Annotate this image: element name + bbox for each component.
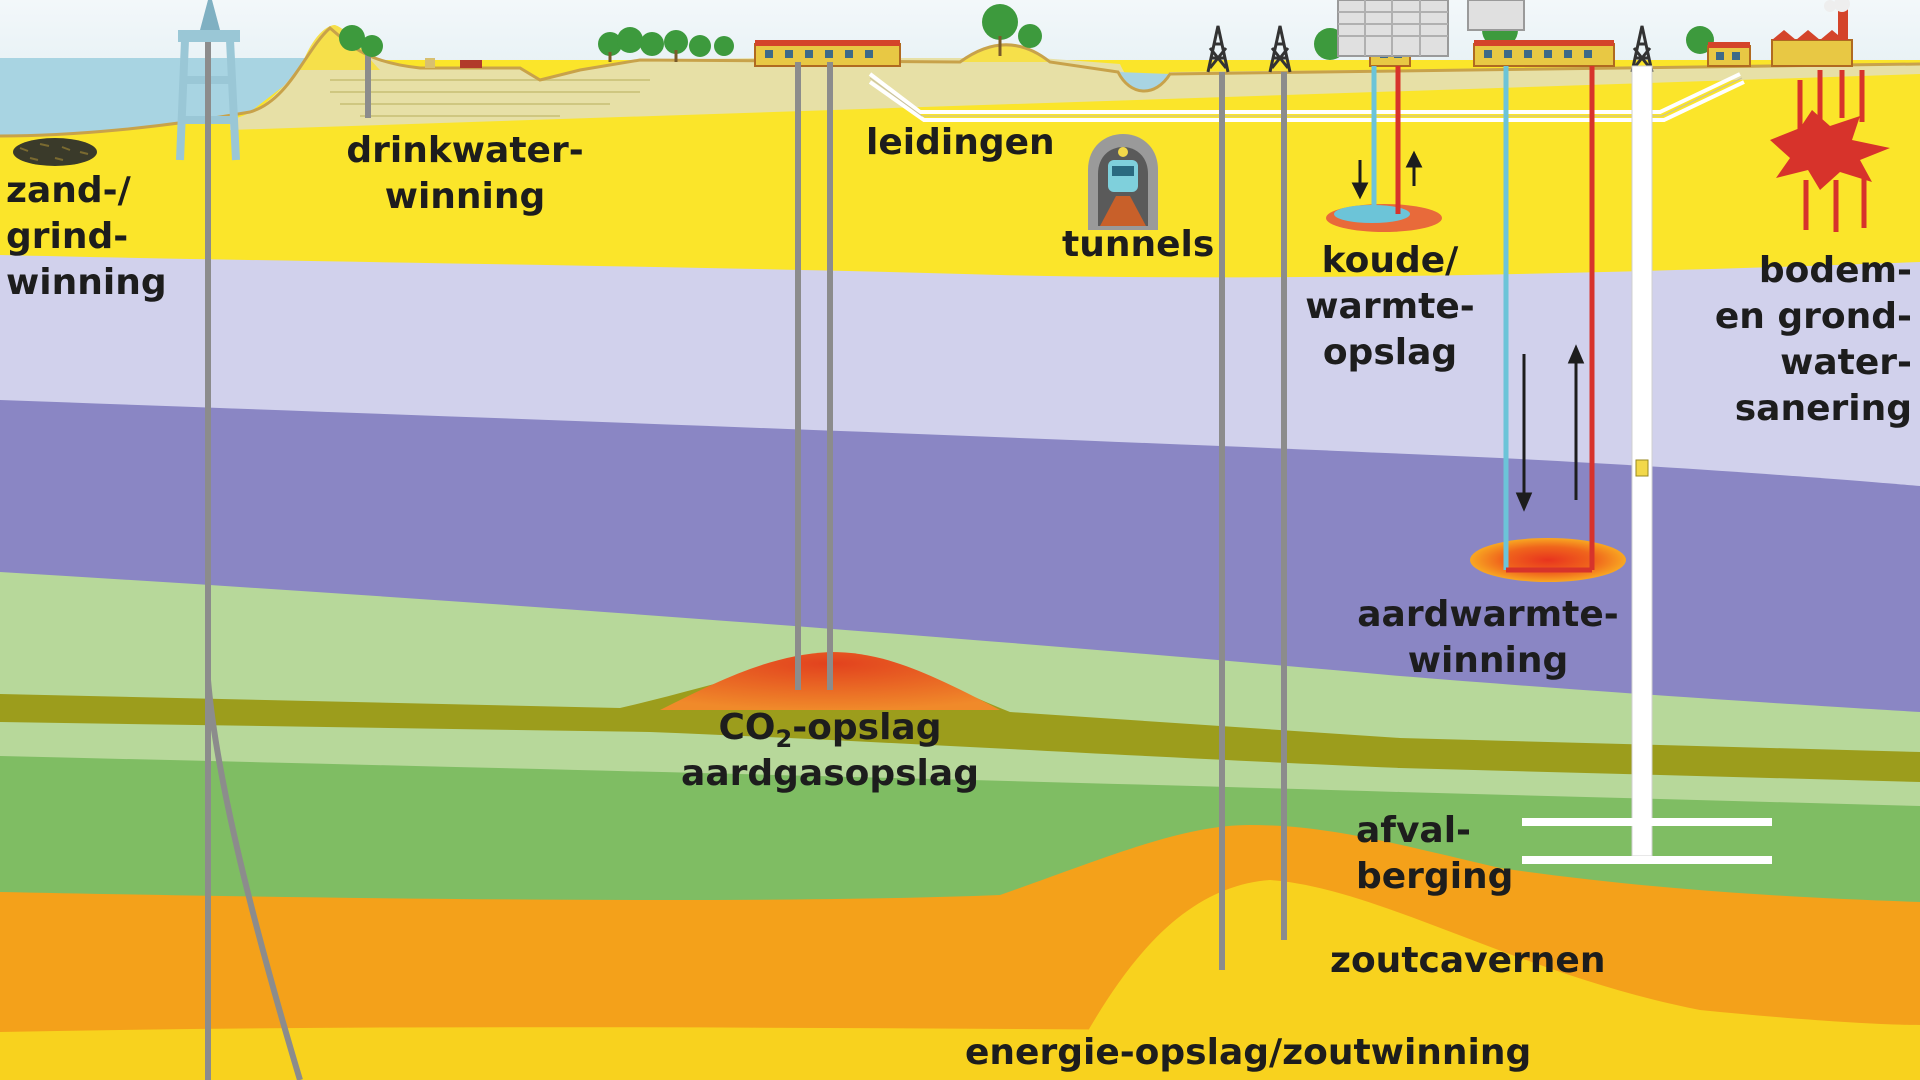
label-line: bodem-: [1758, 250, 1912, 291]
platform-deck: [178, 30, 240, 42]
sea: [0, 58, 320, 136]
label-co2-suffix: -opslag: [792, 707, 942, 748]
label-salt-caverns: zoutcavernen: [1330, 938, 1605, 984]
label-line: warmte-: [1305, 286, 1475, 327]
label-geothermal-extraction: aardwarmte- winning: [1348, 592, 1628, 684]
label-line: zoutcavernen: [1330, 940, 1606, 981]
kwo-flow-arrows: [1351, 150, 1423, 200]
label-line: energie-opslag/zoutwinning: [965, 1032, 1532, 1073]
label-line: koude/: [1321, 240, 1459, 281]
label-energy-storage-salt-extraction: energie-opslag/zoutwinning: [965, 1030, 1531, 1076]
dune: [300, 25, 380, 70]
shaft-elevator: [1635, 459, 1649, 477]
salt-dome: [1060, 880, 1920, 1080]
groundwater-hatch: [330, 79, 650, 117]
land-surface: [230, 28, 1920, 130]
label-pipelines: leidingen: [866, 120, 1055, 166]
label-drinking-water-extraction: drinkwater- winning: [340, 128, 590, 220]
train-tunnel-icon: [1088, 134, 1158, 230]
waste-disposal-gallery-1: [1522, 818, 1772, 826]
pipeline: [868, 72, 1741, 114]
waste-disposal-gallery-2: [1522, 856, 1772, 864]
pipeline-2: [868, 80, 1745, 122]
gravel-pile: [13, 138, 97, 166]
label-line: winning: [384, 176, 546, 217]
label-line: winning: [1407, 640, 1569, 681]
label-cold-heat-storage: koude/ warmte- opslag: [1300, 238, 1480, 376]
label-line: grind-: [6, 216, 129, 257]
label-sand-gravel-extraction: zand-/ grind- winning: [6, 168, 167, 306]
label-line: zand-/: [6, 170, 131, 211]
layer-gold-bottom: [0, 1027, 1920, 1080]
cow-icon-2: [425, 58, 435, 68]
label-line: opslag: [1322, 332, 1458, 373]
contamination-drains: [1797, 70, 1867, 232]
label-tunnels: tunnels: [1062, 222, 1214, 268]
label-line: CO2-opslag: [680, 705, 980, 751]
label-natural-gas-storage: aardgasopslag: [681, 753, 979, 794]
label-line: drinkwater-: [346, 130, 584, 171]
label-co2-subscript: 2: [775, 725, 793, 754]
label-line: water-: [1780, 342, 1912, 383]
label-soil-groundwater-remediation: bodem- en grond- water- sanering: [1700, 248, 1912, 432]
building-windows: [1338, 0, 1448, 56]
label-co2-storage: CO2-opslag aardgasopslag: [680, 705, 980, 797]
label-line: tunnels: [1062, 224, 1215, 265]
derrick-icon: [1206, 25, 1654, 73]
label-line: winning: [6, 262, 167, 303]
surface-outline: [0, 26, 1920, 138]
geothermal-reservoir: [1470, 538, 1626, 582]
pipeline-outline: [869, 77, 1743, 117]
platform-derrick: [200, 0, 220, 30]
label-line: leidingen: [866, 122, 1055, 163]
gravel-texture: [19, 143, 89, 161]
geothermal-flow-arrows: [1515, 344, 1585, 512]
label-waste-disposal: afval- berging: [1356, 808, 1513, 900]
label-co2-prefix: CO: [718, 707, 776, 748]
label-line: berging: [1356, 856, 1514, 897]
label-line: aardwarmte-: [1357, 594, 1619, 635]
label-line: sanering: [1734, 388, 1912, 429]
label-line: afval-: [1356, 810, 1471, 851]
label-line: en grond-: [1714, 296, 1912, 337]
cow-icon: [460, 60, 482, 68]
factory-icon: [1771, 0, 1853, 67]
